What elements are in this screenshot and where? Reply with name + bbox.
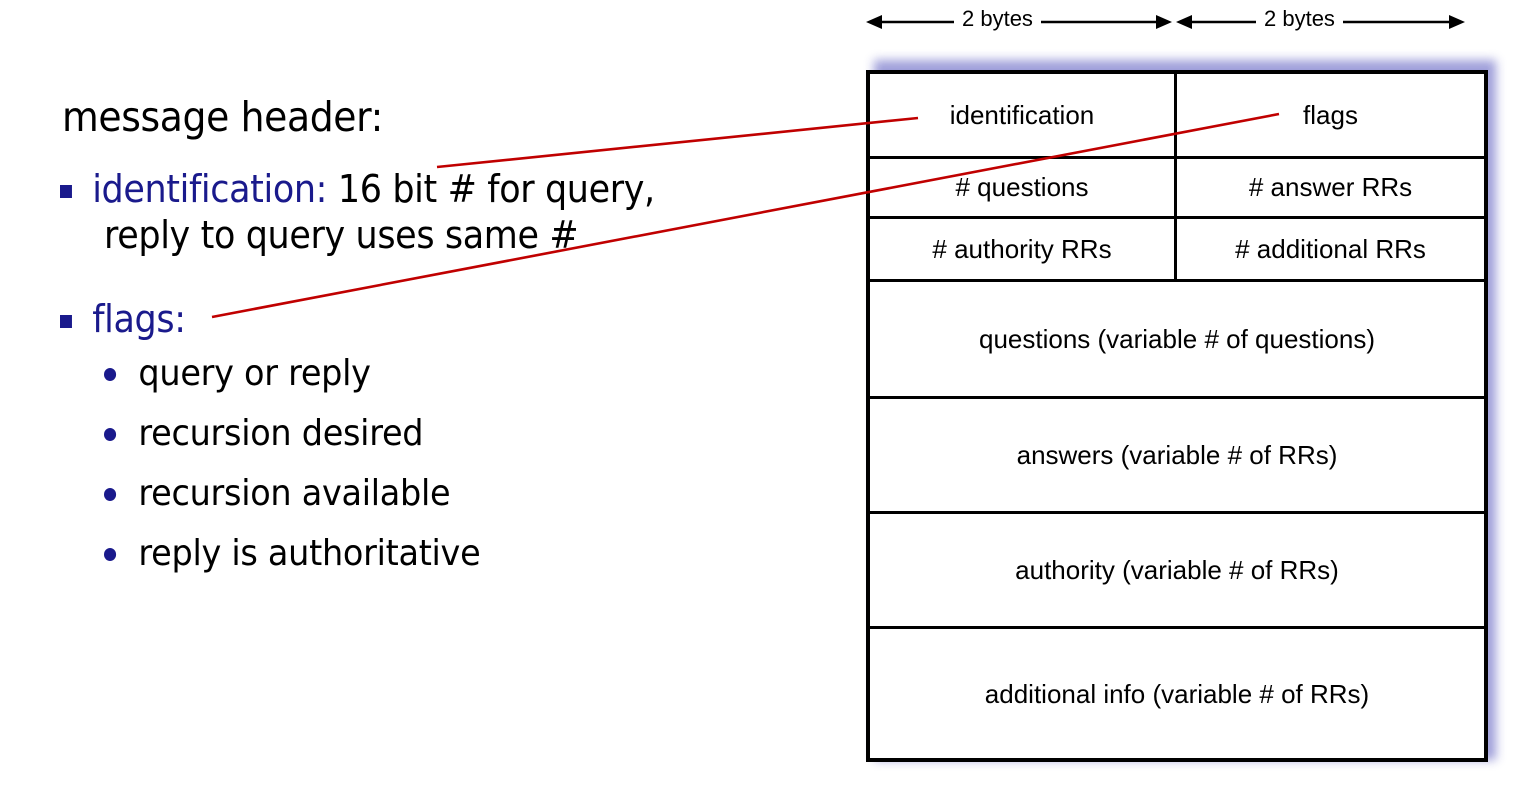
round-bullet-icon — [104, 428, 117, 441]
square-bullet-icon — [60, 315, 72, 328]
ruler-label-right: 2 bytes — [1256, 6, 1343, 32]
table-row: questions (variable # of questions) — [870, 282, 1484, 399]
table-cell-num-questions: # questions — [870, 159, 1177, 216]
table-cell-questions: questions (variable # of questions) — [978, 323, 1375, 354]
dns-message-header-table: identification flags # questions # answe… — [866, 70, 1488, 762]
table-cell-num-answer-rrs: # answer RRs — [1248, 172, 1413, 202]
table-row: additional info (variable # of RRs) — [870, 629, 1484, 759]
page-title: message header: — [62, 93, 383, 141]
bullet-term-identification: identification: — [92, 167, 328, 211]
bullet-item-identification: identification: 16 bit # for query, — [60, 166, 655, 212]
sub-bullet-recursion-available: recursion available — [104, 472, 451, 516]
sub-bullet-label: recursion desired — [138, 413, 424, 454]
bullet-text-identification: 16 bit # for query, — [327, 167, 655, 211]
bullet-continuation-identification: reply to query uses same # — [104, 213, 579, 257]
table-cell-authority: authority (variable # of RRs) — [1015, 554, 1339, 585]
table-row: # questions # answer RRs — [870, 159, 1484, 219]
table-row: authority (variable # of RRs) — [870, 514, 1484, 629]
sub-bullet-reply-is-authoritative: reply is authoritative — [104, 532, 481, 576]
round-bullet-icon — [104, 368, 117, 381]
ruler-label-left: 2 bytes — [954, 6, 1041, 32]
sub-bullet-label: reply is authoritative — [138, 533, 481, 574]
table-row: answers (variable # of RRs) — [870, 399, 1484, 514]
byte-ruler-left: 2 bytes — [866, 0, 1172, 52]
byte-ruler-right: 2 bytes — [1176, 0, 1465, 52]
sub-bullet-label: recursion available — [138, 473, 451, 514]
sub-bullet-query-or-reply: query or reply — [104, 352, 371, 396]
table-row: # authority RRs # additional RRs — [870, 219, 1484, 282]
table-cell-answers: answers (variable # of RRs) — [1016, 439, 1338, 470]
table-cell-flags: flags — [1303, 99, 1358, 130]
table-row: identification flags — [870, 74, 1484, 159]
table-cell-num-additional-rrs: # additional RRs — [1235, 233, 1426, 264]
table-cell-identification: identification — [870, 74, 1177, 156]
bullet-term-flags: flags: — [92, 297, 186, 341]
round-bullet-icon — [104, 488, 117, 501]
left-text-column: message header: identification: 16 bit #… — [60, 93, 655, 576]
sub-bullet-recursion-desired: recursion desired — [104, 412, 424, 456]
square-bullet-icon — [60, 185, 72, 198]
bullet-item-flags: flags: — [60, 296, 186, 342]
sub-bullet-label: query or reply — [138, 353, 371, 394]
table-cell-additional-info: additional info (variable # of RRs) — [984, 678, 1370, 709]
table-cell-num-authority-rrs: # authority RRs — [870, 219, 1177, 279]
round-bullet-icon — [104, 548, 117, 561]
